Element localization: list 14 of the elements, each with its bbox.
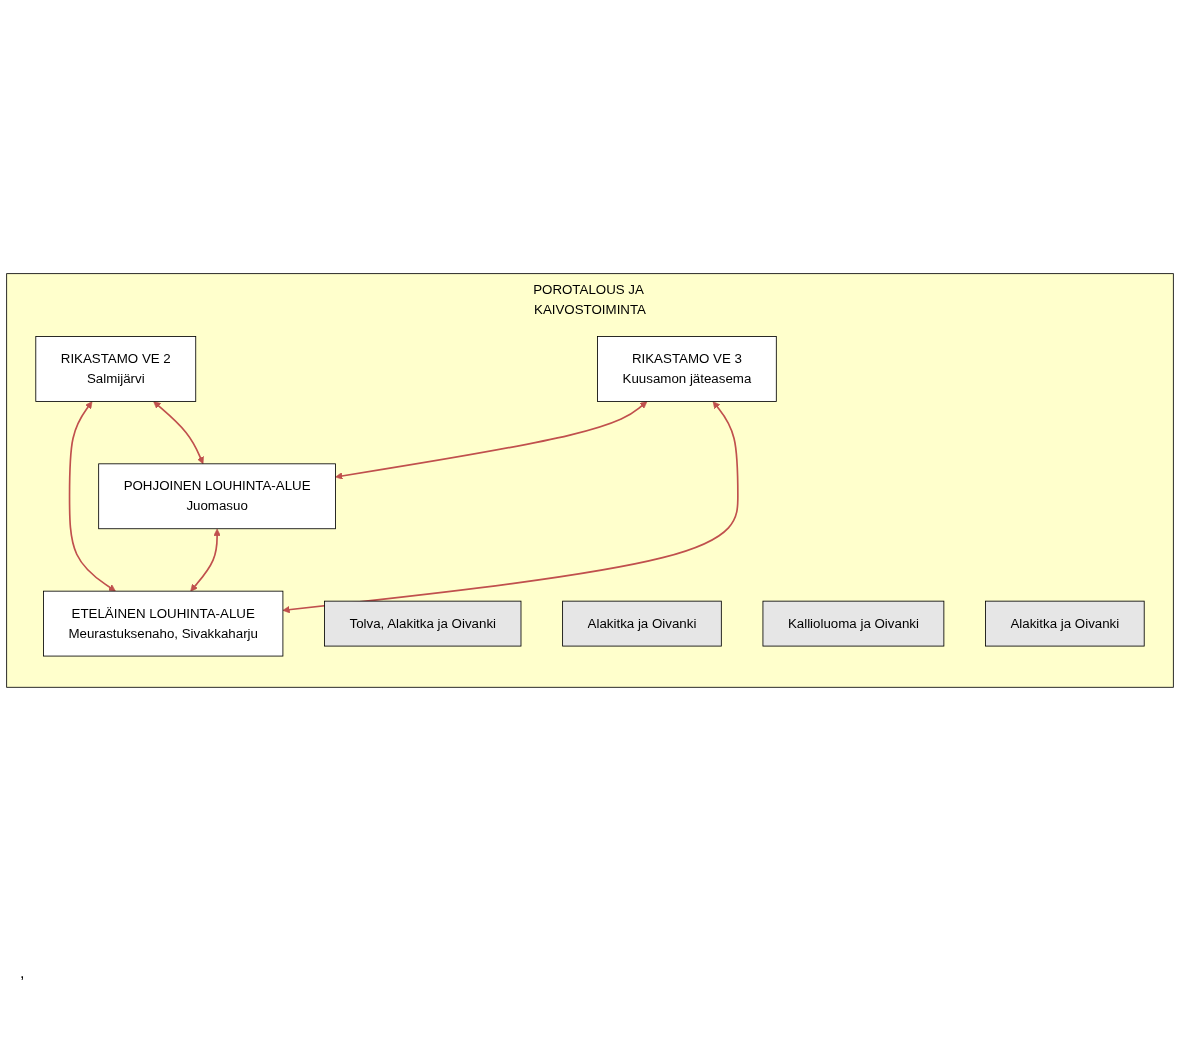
node-box: Kallioluoma ja Oivanki [762,600,945,647]
node-box: Tolva, Alakitka ja Oivanki [324,600,522,647]
node-box: POHJOINEN LOUHINTA-ALUE Juomasuo [98,462,336,529]
node-box: Alakitka ja Oivanki [562,600,722,647]
arrow [153,400,204,464]
node-box: ETELÄINEN LOUHINTA-ALUE Meurastuksenaho, Sivakkaharju [43,590,284,656]
node-box: RIKASTAMO VE 3 Kuusamon jäteasema [597,335,777,402]
arrow [68,400,116,591]
stray-mark: , [20,964,25,981]
arrow [282,400,739,613]
arrow [335,400,648,480]
arrow [190,528,221,591]
node-box: RIKASTAMO VE 2 Salmijärvi [35,335,197,402]
node-box: Alakitka ja Oivanki [985,600,1145,647]
